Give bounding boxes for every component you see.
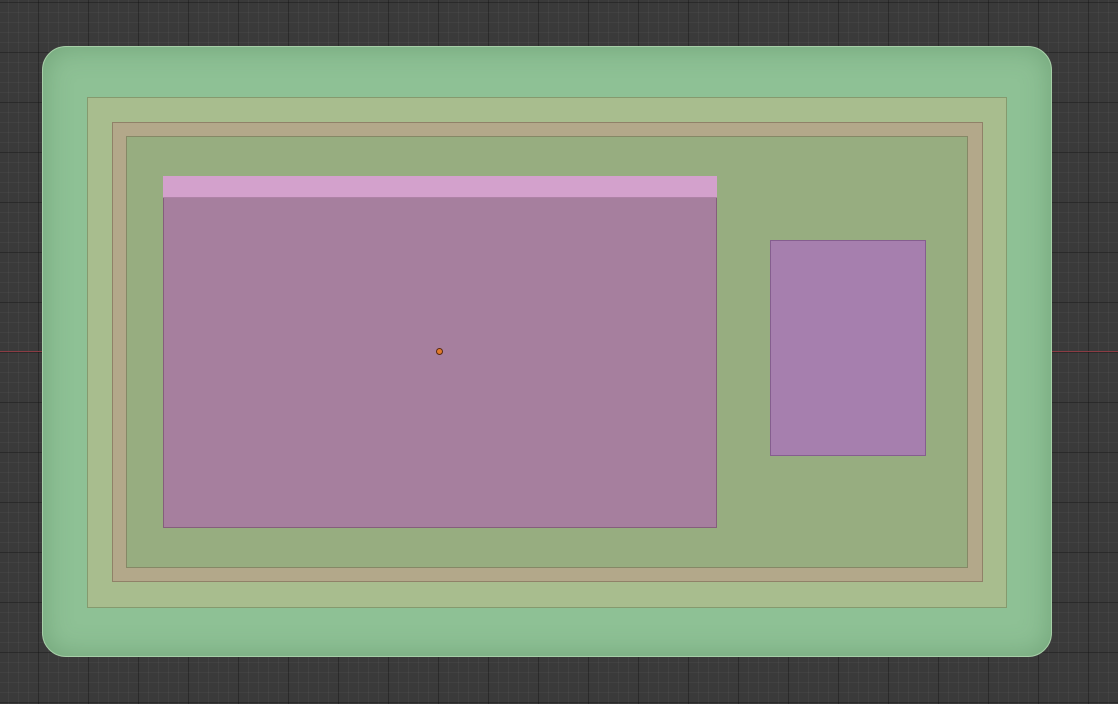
screen-top-strip[interactable] <box>163 176 717 198</box>
object-origin-point[interactable] <box>436 348 443 355</box>
side-panel[interactable] <box>770 240 926 456</box>
